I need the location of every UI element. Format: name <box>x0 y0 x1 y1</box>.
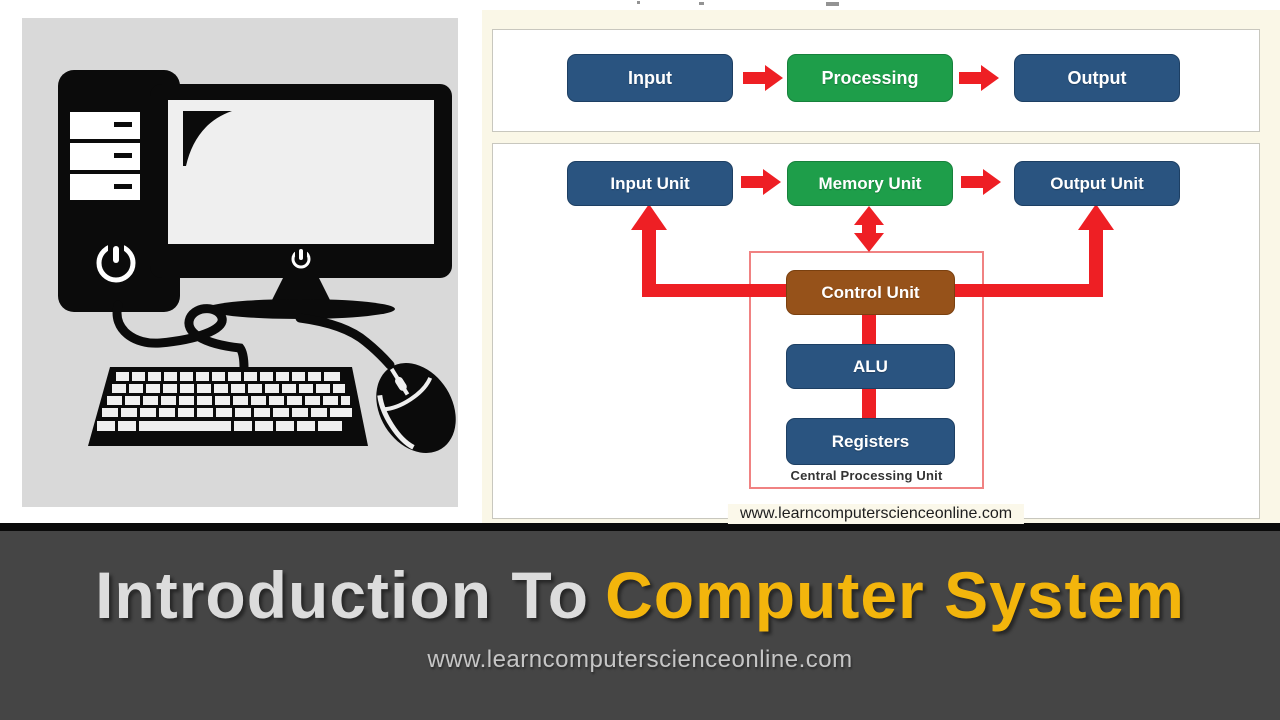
flow-box-output: Output <box>1014 54 1180 102</box>
registers-box: Registers <box>786 418 955 465</box>
diagram-watermark: www.learncomputerscienceonline.com <box>727 504 1025 524</box>
banner-website-url: www.learncomputerscienceonline.com <box>427 646 853 674</box>
control-unit-box: Control Unit <box>786 270 955 315</box>
double-arrow-icon <box>854 206 884 225</box>
right-arrow-icon <box>741 169 781 195</box>
flow-box-processing: Processing <box>787 54 953 102</box>
cpu-block-label: Control Unit <box>821 282 920 302</box>
unit-box-input: Input Unit <box>567 161 733 206</box>
flow-box-label: Processing <box>821 67 919 88</box>
title-part-white: Introduction To <box>95 558 590 632</box>
cropped-text-artifact <box>826 2 839 6</box>
cpu-outline-box <box>749 251 984 489</box>
connector-bar <box>862 313 876 344</box>
alu-box: ALU <box>786 344 955 389</box>
unit-box-label: Input Unit <box>610 173 690 193</box>
right-arrow-icon <box>961 169 1001 195</box>
up-arrow-icon <box>631 204 667 230</box>
flow-box-input: Input <box>567 54 733 102</box>
desktop-computer-icon <box>22 18 458 507</box>
unit-box-memory: Memory Unit <box>787 161 953 206</box>
connector-bar <box>862 387 876 418</box>
unit-box-output: Output Unit <box>1014 161 1180 206</box>
flow-box-label: Output <box>1067 67 1127 88</box>
cpu-block-label: ALU <box>853 356 888 376</box>
architecture-panel: Input Unit Memory Unit Output Unit Contr… <box>492 143 1260 524</box>
up-arrow-icon <box>1078 204 1114 230</box>
cpu-block-label: Registers <box>831 431 910 451</box>
unit-box-label: Memory Unit <box>818 173 922 193</box>
cropped-text-artifact <box>699 2 704 5</box>
unit-box-label: Output Unit <box>1050 173 1144 193</box>
cpu-caption: Central Processing Unit <box>790 468 943 483</box>
flow-box-label: Input <box>628 67 672 88</box>
right-arrow-icon <box>743 65 783 91</box>
left-illustration-panel <box>0 0 480 530</box>
title-part-orange: Computer System <box>605 558 1185 632</box>
right-arrow-icon <box>959 65 999 91</box>
flow-panel: Input Processing Output <box>492 29 1260 132</box>
red-flow-arrows-graphic <box>743 65 999 91</box>
cropped-text-artifact <box>637 1 640 4</box>
